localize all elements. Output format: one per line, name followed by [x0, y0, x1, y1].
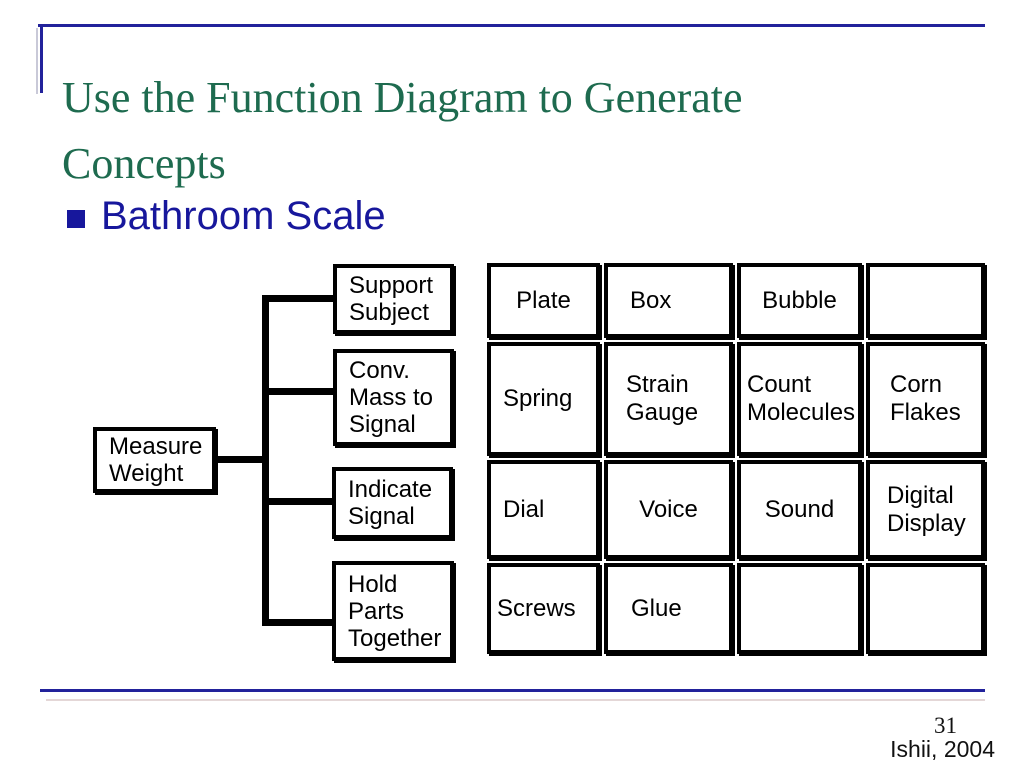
matrix-cell [866, 563, 985, 654]
section-heading: Bathroom Scale [101, 194, 386, 238]
credit-text: Ishii, 2004 [890, 736, 995, 762]
matrix-cell: Bubble [737, 263, 862, 338]
square-bullet-icon [67, 210, 85, 228]
function-box-hold-parts-together: Hold Parts Together [332, 561, 454, 661]
bottom-rule-shadow [46, 699, 985, 701]
bottom-rule [40, 689, 985, 692]
root-box-measure-weight: Measure Weight [93, 427, 216, 493]
root-connector-line [214, 456, 262, 463]
matrix-cell: Box [604, 263, 733, 338]
page-title: Use the Function Diagram to Generate Con… [62, 73, 743, 189]
function-box-support-subject: Support Subject [333, 264, 454, 334]
matrix-cell: Digital Display [866, 460, 985, 559]
matrix-cell: Dial [487, 460, 600, 559]
matrix-cell: Voice [604, 460, 733, 559]
branch-line-support-subject [262, 295, 333, 302]
matrix-cell: Glue [604, 563, 733, 654]
trunk-line [262, 295, 269, 626]
left-rule [40, 24, 43, 93]
matrix-cell [866, 263, 985, 338]
page-number: 31 [934, 713, 957, 738]
left-rule-shadow [36, 28, 38, 94]
matrix-cell: Screws [487, 563, 600, 654]
concept-matrix: Plate Box Bubble Spring Strain Gauge Cou… [487, 263, 985, 654]
matrix-cell: Strain Gauge [604, 342, 733, 456]
matrix-cell: Sound [737, 460, 862, 559]
matrix-cell: Count Molecules [737, 342, 862, 456]
matrix-cell: Spring [487, 342, 600, 456]
branch-line-hold-parts [262, 619, 332, 626]
branch-line-indicate-signal [262, 498, 332, 505]
matrix-cell: Corn Flakes [866, 342, 985, 456]
branch-line-conv-mass [262, 388, 333, 395]
matrix-cell: Plate [487, 263, 600, 338]
matrix-cell [737, 563, 862, 654]
function-box-conv-mass-to-signal: Conv. Mass to Signal [333, 349, 454, 446]
function-box-indicate-signal: Indicate Signal [332, 467, 453, 539]
top-rule [38, 24, 985, 27]
